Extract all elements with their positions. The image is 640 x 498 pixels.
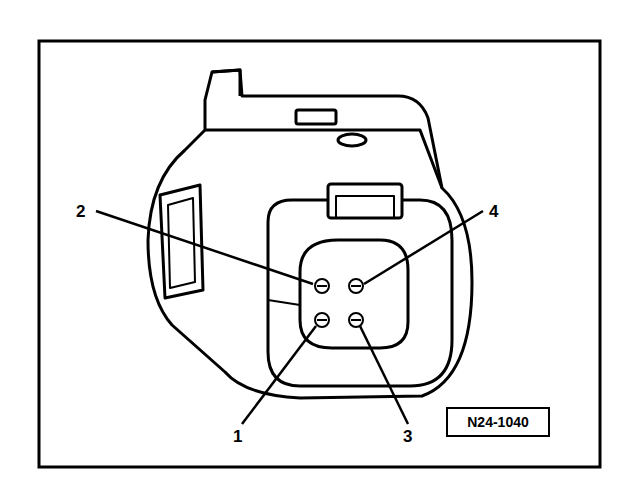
figure-code-box: N24-1040 xyxy=(446,407,550,437)
callout-number: 2 xyxy=(76,203,85,220)
pin-contacts xyxy=(315,279,363,327)
callout-number: 3 xyxy=(403,428,412,445)
frame xyxy=(39,41,600,467)
connector-housing xyxy=(148,70,472,398)
figure-code: N24-1040 xyxy=(467,415,529,429)
callout-number: 1 xyxy=(233,428,242,445)
leader-lines xyxy=(96,211,483,424)
callout-number: 4 xyxy=(489,203,498,220)
